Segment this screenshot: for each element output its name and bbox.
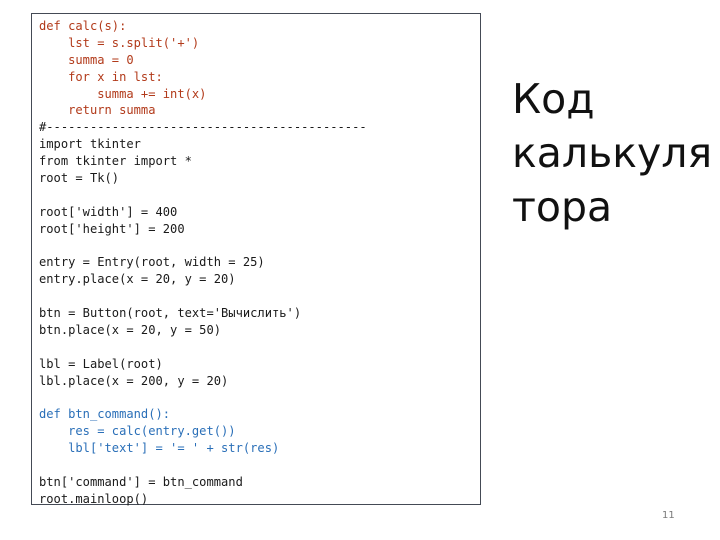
code-line bbox=[39, 457, 480, 474]
code-line: lbl.place(x = 200, y = 20) bbox=[39, 373, 229, 388]
slide-title-line-1: Код bbox=[512, 75, 595, 123]
code-line: lst = s.split('+') bbox=[39, 35, 200, 50]
code-line: res = calc(entry.get()) bbox=[39, 424, 236, 439]
code-line: summa = 0 bbox=[39, 52, 134, 67]
code-line: entry.place(x = 20, y = 20) bbox=[39, 272, 236, 287]
code-line: from tkinter import * bbox=[39, 154, 192, 169]
code-listing: def calc(s): lst = s.split('+') summa = … bbox=[31, 13, 481, 506]
code-line: root['height'] = 200 bbox=[39, 221, 185, 236]
code-line: root.mainloop() bbox=[39, 491, 149, 506]
slide-title-line-3: тора bbox=[512, 183, 613, 231]
code-line: btn.place(x = 20, y = 50) bbox=[39, 323, 222, 338]
code-line bbox=[39, 238, 480, 255]
page-number: 11 bbox=[662, 510, 675, 521]
code-line: return summa bbox=[39, 103, 156, 118]
code-line: lbl['text'] = '= ' + str(res) bbox=[39, 441, 280, 456]
code-line: #---------------------------------------… bbox=[39, 120, 367, 135]
code-line bbox=[39, 288, 480, 305]
code-line: root['width'] = 400 bbox=[39, 204, 178, 219]
code-line: root = Tk() bbox=[39, 171, 120, 186]
code-line: for x in lst: bbox=[39, 69, 163, 84]
slide-title-line-2: калькуля bbox=[512, 129, 713, 177]
code-line: entry = Entry(root, width = 25) bbox=[39, 255, 265, 270]
code-line: lbl = Label(root) bbox=[39, 356, 163, 371]
code-line: btn = Button(root, text='Вычислить') bbox=[39, 306, 302, 321]
code-line: btn['command'] = btn_command bbox=[39, 475, 243, 490]
code-line: def calc(s): bbox=[39, 19, 127, 33]
code-line: summa += int(x) bbox=[39, 86, 207, 101]
code-line bbox=[39, 390, 480, 407]
code-line bbox=[39, 187, 480, 204]
slide-title: Код калькуля тора bbox=[512, 72, 717, 234]
code-line: def btn_command(): bbox=[39, 407, 171, 422]
code-line: import tkinter bbox=[39, 137, 141, 152]
code-line bbox=[39, 339, 480, 356]
